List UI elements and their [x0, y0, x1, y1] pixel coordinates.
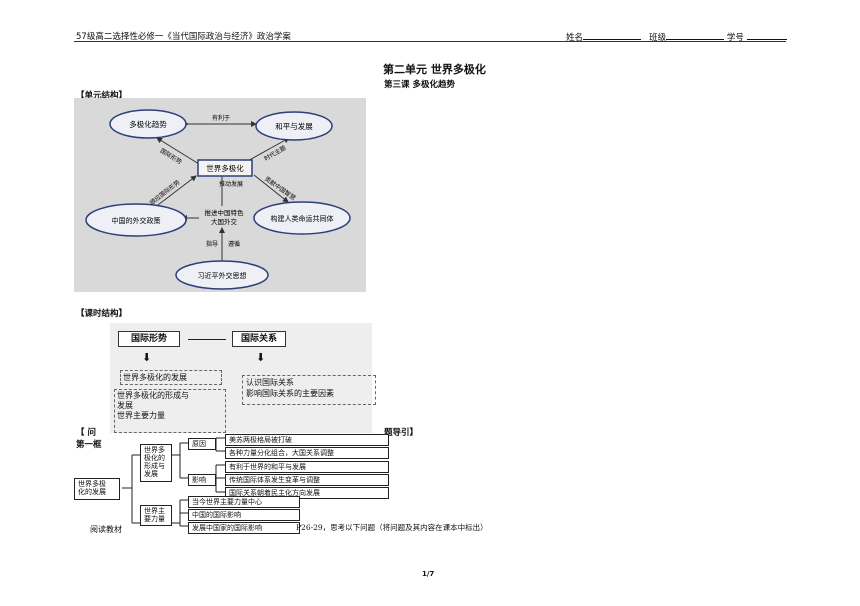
id-label: 学号	[726, 33, 744, 43]
node-peace: 和平与发展	[275, 121, 313, 131]
unit-title: 第二单元 世界多极化	[383, 63, 486, 76]
id-blank[interactable]	[746, 30, 787, 40]
outline-root-2: 化的发展	[78, 488, 106, 496]
node-xi-thought: 习近平外交思想	[198, 271, 247, 280]
node-community: 构建人类命运共同体	[271, 214, 334, 223]
arrow-down-left: ⬇	[142, 351, 152, 364]
lesson-title: 第三课 多极化趋势	[384, 80, 455, 90]
outline-cause-2: 各种力量分化组合，大国关系调整	[225, 447, 389, 459]
box-intl-relations: 国际关系	[232, 331, 286, 347]
edge-adapt: 顺应国际形势	[148, 178, 181, 206]
left-item-1: 世界多极化的发展	[120, 370, 222, 385]
edge-intl: 国际形势	[159, 147, 184, 167]
section-lesson-structure: 【课时结构】	[76, 309, 128, 319]
edge-promote-1: 推进中国特色	[205, 208, 245, 217]
node-trend: 多极化趋势	[129, 119, 167, 129]
outline-branch-1: 世界多 极化的 形成与 发展	[140, 444, 172, 482]
outline-branch-2: 世界主 要力量	[140, 505, 172, 526]
outline-effect: 影响	[188, 474, 216, 486]
outline-branch-2-a: 世界主	[144, 507, 165, 515]
name-blank[interactable]	[583, 30, 642, 40]
frame-label: 第一框	[76, 440, 102, 450]
outline-cause-1: 美苏两极格局被打破	[225, 434, 389, 446]
unit-structure-svg: 多极化趋势 和平与发展 世界多极化 中国的外交政策 构建人类命运共同体 习近平外…	[85, 109, 351, 290]
outline-branch-1-a: 世界多	[144, 446, 165, 454]
node-center: 世界多极化	[206, 163, 244, 173]
section-unit-structure: 【单元结构】	[76, 91, 128, 101]
outline-branch-2-b: 要力量	[144, 515, 165, 523]
outline-branch-1-b: 极化的	[144, 454, 165, 462]
left-item-2b: 发展	[117, 401, 133, 410]
outline-branch-1-d: 发展	[144, 470, 158, 478]
header-rule	[74, 41, 786, 42]
edge-promote-2: 大国外交	[211, 217, 238, 226]
outline-effect-2: 传统国际体系发生变革与调整	[225, 474, 389, 486]
edge-guide: 指导	[206, 240, 218, 248]
left-item-3: 世界主要力量	[117, 411, 165, 420]
right-item-2: 影响国际关系的主要因素	[246, 389, 334, 398]
class-label: 班级	[649, 33, 667, 43]
class-blank[interactable]	[666, 30, 725, 40]
header-fields: 姓名 班级 学号	[566, 30, 787, 43]
name-label: 姓名	[566, 33, 584, 43]
box-intl-situation: 国际形势	[118, 331, 180, 347]
left-items-box: 世界多极化的形成与 发展 世界主要力量	[114, 389, 226, 433]
outline-power-3: 发展中国家的国际影响	[188, 522, 300, 534]
outline-power-2: 中国的国际影响	[188, 509, 300, 521]
edge-contrib: 贡献中国智慧	[263, 175, 297, 202]
page-number: 1/7	[422, 570, 435, 578]
outline-power-1: 当今世界主要力量中心	[188, 496, 300, 508]
reading-suffix: P26-29，思考以下问题（将问题及其内容在课本中标出）	[296, 523, 488, 532]
outline-branch-1-c: 形成与	[144, 462, 165, 470]
edge-push: 推动发展	[219, 180, 243, 188]
arrow-down-right: ⬇	[256, 351, 266, 364]
outline-root-1: 世界多极	[78, 480, 106, 488]
unit-structure-diagram: 多极化趋势 和平与发展 世界多极化 中国的外交政策 构建人类命运共同体 习近平外…	[74, 98, 366, 292]
left-item-2a: 世界多极化的形成与	[117, 391, 189, 400]
outline-root: 世界多极 化的发展	[74, 478, 120, 500]
right-items-box: 认识国际关系 影响国际关系的主要因素	[242, 375, 376, 405]
edge-follow: 遵循	[228, 240, 240, 248]
link-line	[188, 339, 226, 340]
outline-effect-1: 有利于世界的和平与发展	[225, 461, 389, 473]
node-china-diplomacy: 中国的外交政策	[112, 216, 161, 225]
edge-favor: 有利于	[212, 114, 230, 122]
outline-cause: 原因	[188, 438, 216, 450]
section-question-left: 【 问	[76, 428, 96, 438]
reading-prefix: 阅读教材	[90, 525, 122, 534]
header-title: 57级高二选择性必修一《当代国际政治与经济》政治学案	[76, 32, 291, 42]
section-question-right: 题导引】	[384, 428, 419, 438]
edge-theme: 时代主题	[263, 144, 288, 163]
right-item-1: 认识国际关系	[246, 378, 294, 387]
lesson-structure-diagram: 国际形势 国际关系 ⬇ ⬇ 世界多极化的发展 世界多极化的形成与 发展 世界主要…	[110, 323, 376, 433]
